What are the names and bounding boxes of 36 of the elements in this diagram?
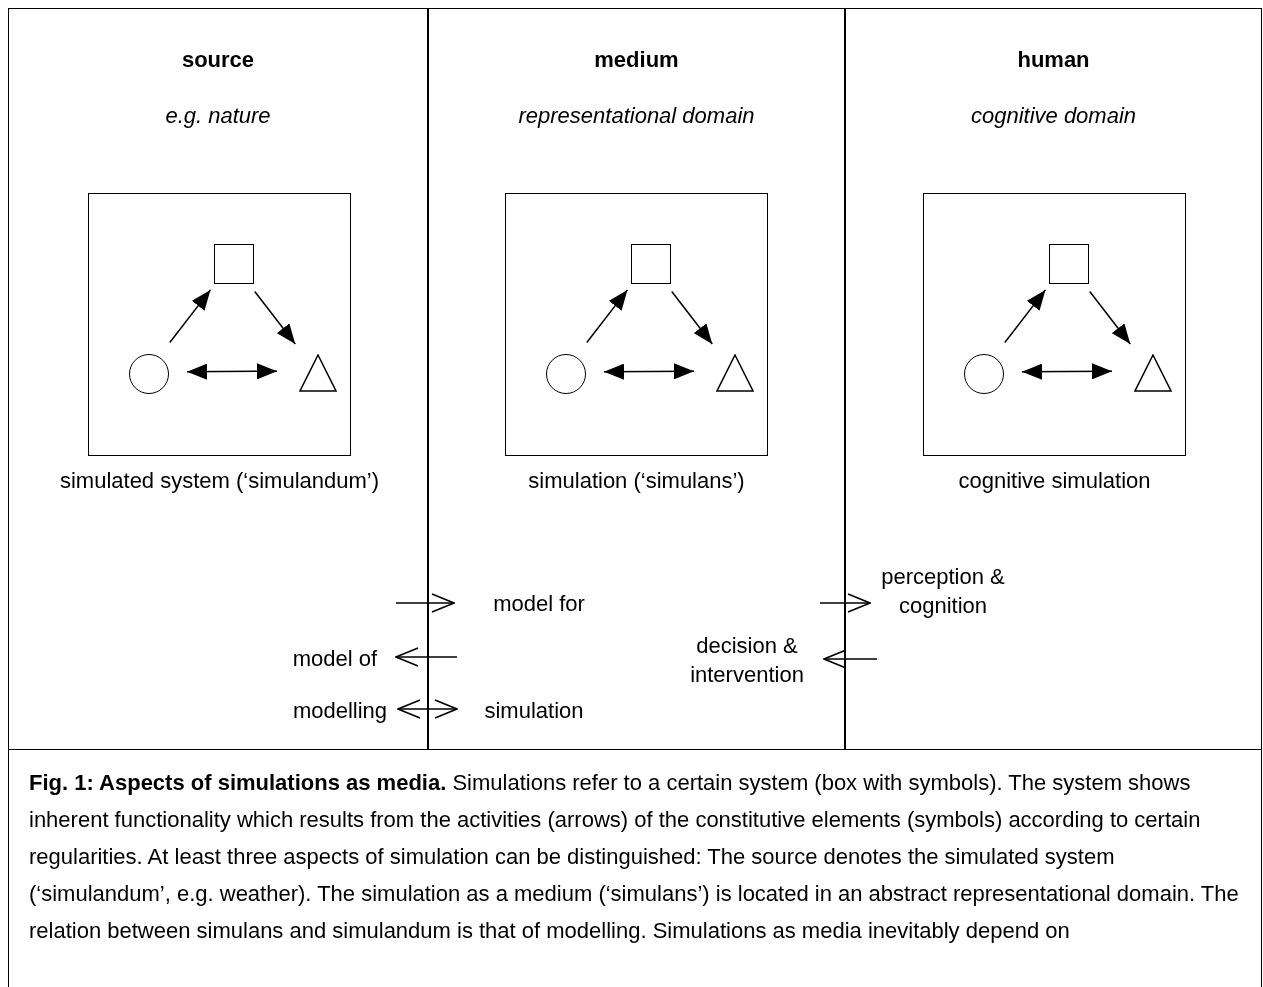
- arrow: [1004, 289, 1047, 344]
- arrow: [395, 593, 455, 613]
- arrow: [186, 363, 278, 380]
- system-caption: simulation (‘simulans’): [528, 467, 745, 495]
- column-heading: source: [181, 47, 255, 72]
- arrow: [169, 289, 212, 344]
- arrow: [823, 649, 878, 669]
- column-panel: [8, 8, 428, 750]
- arrow: [603, 363, 695, 380]
- arrow: [397, 699, 458, 719]
- figure-caption: Fig. 1: Aspects of simulations as media. Simulations refer to a certain system (box with symbols). The system shows inherent functionality which results from the activities (arrows) of the constitutive elements (symbols) according to certain regularities. At least three aspects of simulation can be distinguished: The source denotes the simulated system (‘simulandum’, e.g. weather). The simulation as a medium (‘simulans’) is located in an abstract representational domain. The relation between simulans and simulandum is that of modelling. Simulations as media inevitably depend on: [29, 769, 1240, 945]
- arrow-label: model for: [492, 589, 586, 617]
- square-symbol: [631, 244, 671, 284]
- column-panel: [428, 8, 845, 750]
- system-caption: simulated system (‘simulandum’): [59, 467, 380, 495]
- arrow: [1021, 363, 1113, 380]
- arrow-label: perception & cognition: [880, 563, 1006, 620]
- column-heading: human: [1017, 47, 1090, 72]
- arrow-label: decision & intervention: [689, 632, 805, 689]
- arrow: [586, 289, 629, 344]
- column-panel: [845, 8, 1262, 750]
- arrow: [819, 593, 871, 613]
- column-subtitle: cognitive domain: [970, 103, 1137, 128]
- system-caption: cognitive simulation: [958, 467, 1151, 495]
- arrow: [671, 290, 713, 345]
- arrow: [1089, 290, 1131, 345]
- square-symbol: [214, 244, 254, 284]
- column-subtitle: e.g. nature: [165, 103, 271, 128]
- arrow-label: simulation: [483, 696, 585, 724]
- arrow: [254, 290, 296, 345]
- column-subtitle: representational domain: [518, 103, 755, 128]
- arrow: [395, 647, 458, 667]
- arrow-label: modelling: [291, 696, 389, 724]
- square-symbol: [1049, 244, 1089, 284]
- column-heading: medium: [594, 47, 679, 72]
- arrow-label: model of: [291, 644, 379, 672]
